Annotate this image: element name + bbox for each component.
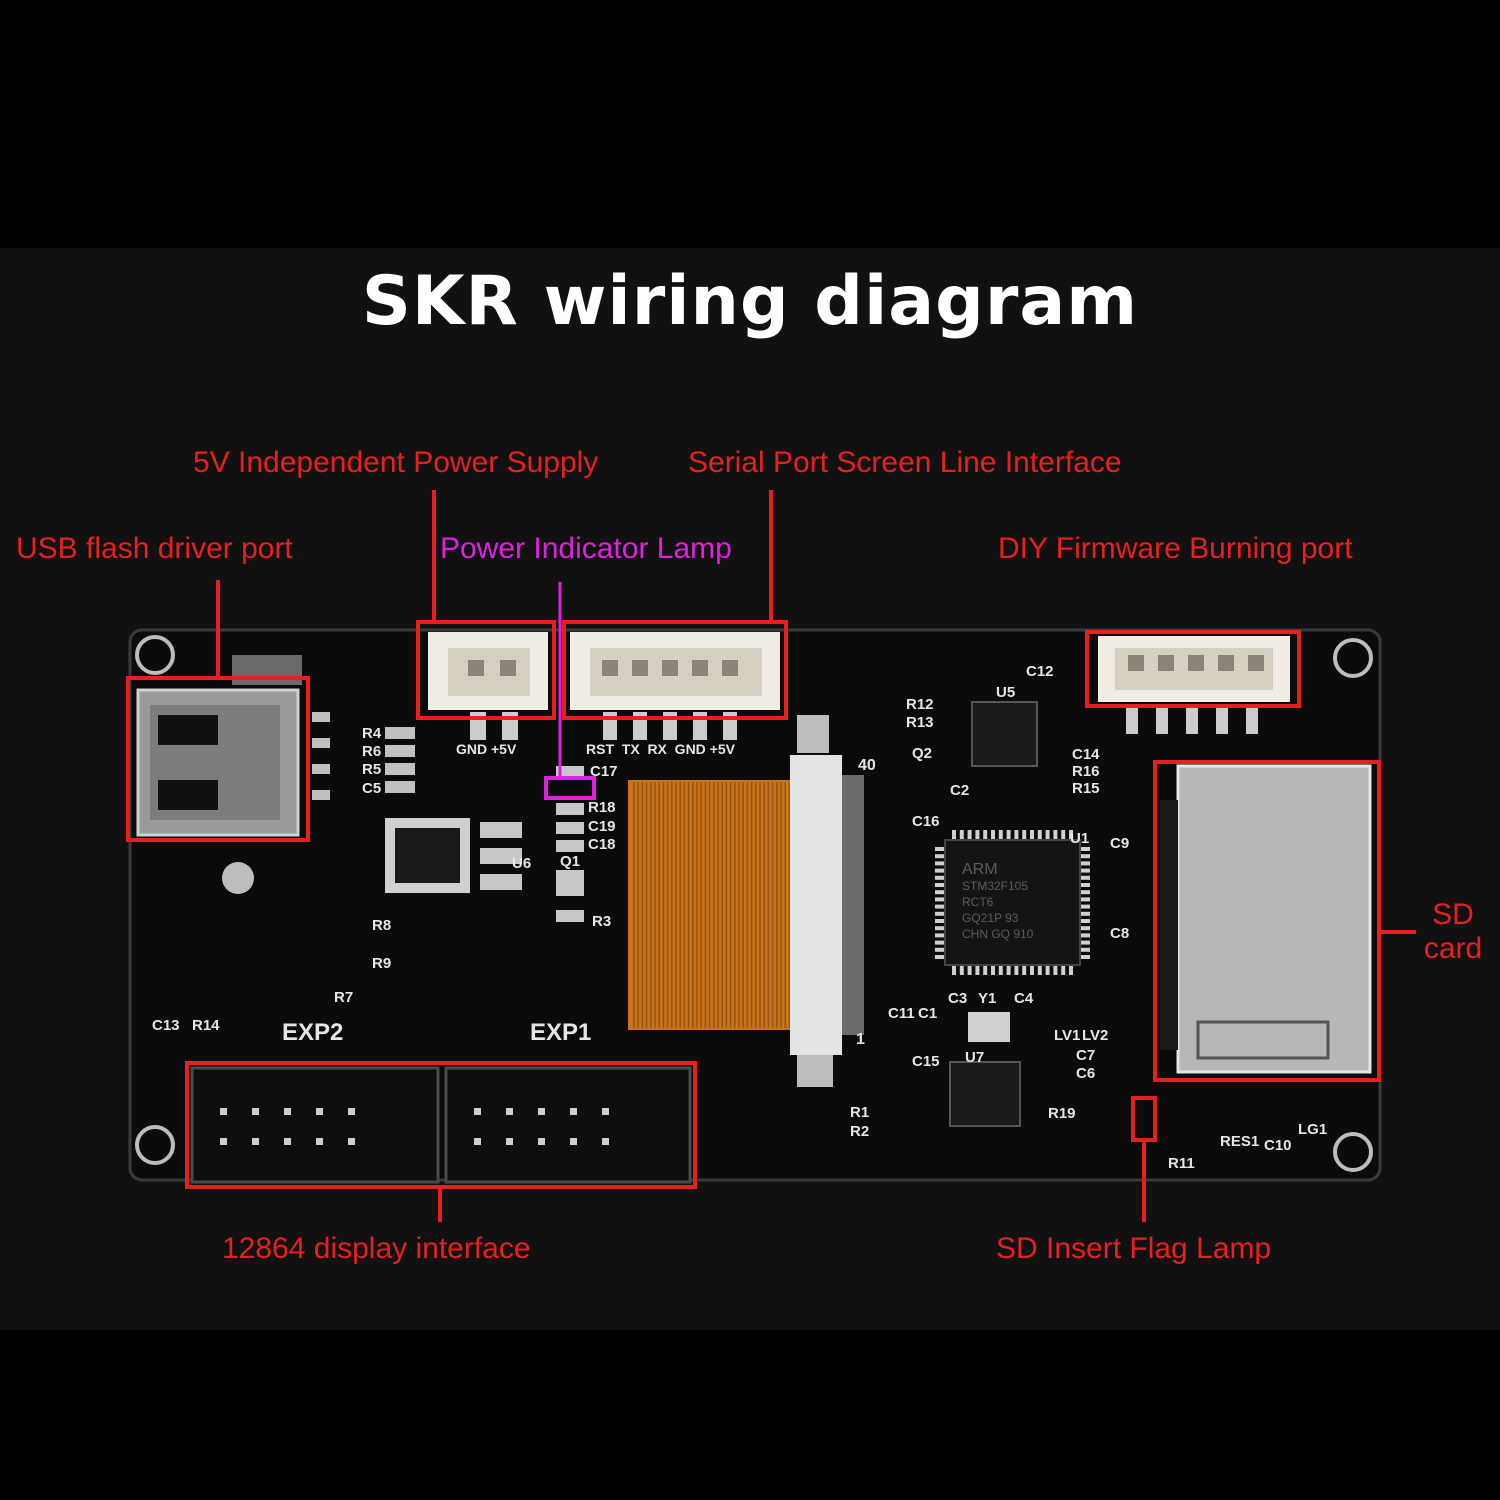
- part-designator-u5: U5: [996, 684, 1015, 701]
- exp-headers: [190, 1066, 692, 1184]
- power-lamp-label: Power Indicator Lamp: [440, 532, 732, 565]
- part-designator-c14: C14: [1072, 746, 1100, 763]
- part-designator-r5: R5: [362, 761, 381, 778]
- ribbon-cable: [628, 715, 864, 1087]
- power-pin-labels: GND +5V: [456, 741, 517, 757]
- part-designator-res1: RES1: [1220, 1133, 1259, 1150]
- u5-chip: [971, 701, 1038, 767]
- display-interface-label: 12864 display interface: [222, 1232, 531, 1265]
- usb-connector: [136, 655, 302, 894]
- part-designator-u6: U6: [512, 855, 531, 872]
- part-designator-lv2: LV2: [1082, 1027, 1108, 1044]
- part-designator-c10: C10: [1264, 1137, 1292, 1154]
- part-designator-c19: C19: [588, 818, 616, 835]
- part-designator-u7: U7: [965, 1049, 984, 1066]
- ribbon-number-40: 40: [858, 757, 876, 774]
- mcu-chip: [935, 830, 1090, 975]
- part-designator-c18: C18: [588, 836, 616, 853]
- part-designator-r12: R12: [906, 696, 934, 713]
- exp1-label: EXP1: [530, 1019, 591, 1046]
- part-designator-r8: R8: [372, 917, 391, 934]
- part-designator-c9: C9: [1110, 835, 1129, 852]
- regulator-u6: [385, 818, 522, 893]
- sd-card-label-line2: card: [1423, 932, 1483, 965]
- sd-card-label: SD card: [1408, 898, 1498, 966]
- mcu-text-line: ARM: [962, 861, 998, 878]
- serial-pin-labels: RST TX RX GND +5V: [586, 741, 736, 757]
- crystal-y1: [968, 1012, 1010, 1042]
- part-designator-c7: C7: [1076, 1047, 1095, 1064]
- part-designator-r13: R13: [906, 714, 934, 731]
- ribbon-number-1: 1: [856, 1031, 865, 1048]
- led-components: [556, 766, 584, 922]
- power-supply-label: 5V Independent Power Supply: [193, 446, 599, 479]
- part-designator-r15: R15: [1072, 780, 1100, 797]
- part-designator-r19: R19: [1048, 1105, 1076, 1122]
- part-designator-r9: R9: [372, 955, 391, 972]
- mcu-text-line: CHN GQ 910: [962, 927, 1034, 941]
- part-designator-r7: R7: [334, 989, 353, 1006]
- part-designator-c4: C4: [1014, 990, 1034, 1007]
- part-designator-r6: R6: [362, 743, 381, 760]
- part-designator-r2: R2: [850, 1123, 869, 1140]
- mcu-text-line: STM32F105: [962, 879, 1028, 893]
- power-lamp-box: [544, 776, 596, 800]
- part-designator-r3: R3: [592, 913, 611, 930]
- diagram-title: SKR wiring diagram: [361, 262, 1139, 341]
- part-designator-c6: C6: [1076, 1065, 1095, 1082]
- sd-card-box: [1153, 760, 1381, 1082]
- part-designator-c16: C16: [912, 813, 940, 830]
- power-supply-box: [416, 620, 556, 720]
- part-designator-c17: C17: [590, 763, 618, 780]
- part-designator-c11: C11: [888, 1005, 915, 1022]
- firmware-connector: [1098, 636, 1290, 734]
- part-designator-c3: C3: [948, 990, 967, 1007]
- usb-port-label: USB flash driver port: [16, 532, 293, 565]
- part-designator-lg1: LG1: [1298, 1121, 1327, 1138]
- part-designator-r18: R18: [588, 799, 616, 816]
- u7-chip: [949, 1061, 1021, 1127]
- part-designator-y1: Y1: [978, 990, 996, 1007]
- sd-flag-lamp-label: SD Insert Flag Lamp: [996, 1232, 1272, 1265]
- serial-port-label: Serial Port Screen Line Interface: [688, 446, 1122, 479]
- mcu-text-line: RCT6: [962, 895, 994, 909]
- firmware-port-label: DIY Firmware Burning port: [998, 532, 1353, 565]
- part-designator-r1: R1: [850, 1104, 869, 1121]
- part-designator-r4: R4: [362, 725, 382, 742]
- firmware-port-box: [1085, 630, 1301, 708]
- part-designator-r14: R14: [192, 1017, 220, 1034]
- part-designator-c12: C12: [1026, 663, 1054, 680]
- part-designator-u1: U1: [1070, 830, 1089, 847]
- serial-port-box: [562, 620, 788, 720]
- part-designator-c8: C8: [1110, 925, 1129, 942]
- part-designator-c13: C13: [152, 1017, 180, 1034]
- part-designator-c2: C2: [950, 782, 969, 799]
- part-designator-r11: R11: [1168, 1155, 1195, 1172]
- sd-card-label-line1: SD: [1432, 898, 1474, 931]
- mcu-text-line: GQ21P 93: [962, 911, 1019, 925]
- part-designator-q1: Q1: [560, 853, 580, 870]
- part-designator-c5: C5: [362, 780, 381, 797]
- part-designator-r16: R16: [1072, 763, 1100, 780]
- part-designator-q2: Q2: [912, 745, 932, 762]
- part-designator-c1: C1: [918, 1005, 937, 1022]
- mounting-holes: [135, 635, 1373, 1172]
- part-designator-lv1: LV1: [1054, 1027, 1080, 1044]
- sd-card-slot: [1160, 764, 1372, 1074]
- part-designator-c15: C15: [912, 1053, 940, 1070]
- usb-side-resistors: [312, 712, 415, 800]
- power-connector: [428, 632, 548, 740]
- exp2-label: EXP2: [282, 1019, 343, 1046]
